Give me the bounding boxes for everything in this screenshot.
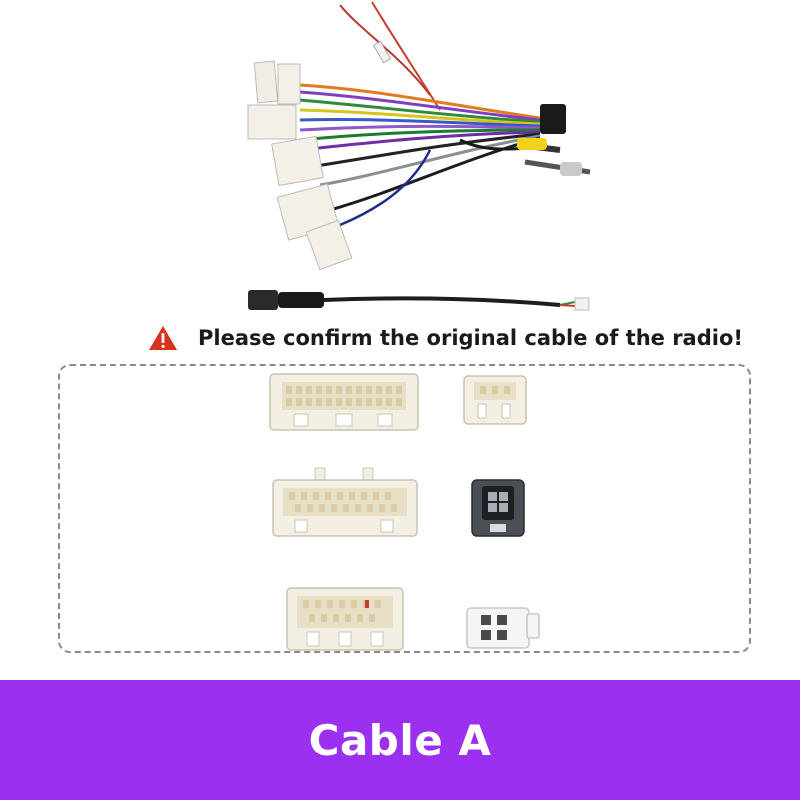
cable-title: Cable A: [308, 715, 492, 765]
connector-panel: [58, 364, 751, 653]
cable-title-banner: Cable A: [0, 680, 800, 800]
connector-20pin-white: [272, 467, 418, 537]
warning-text: Please confirm the original cable of the…: [198, 326, 743, 350]
warning-notice: Please confirm the original cable of the…: [148, 320, 788, 356]
connector-28pin-white: [269, 373, 419, 431]
connector-16pin-white: [286, 587, 404, 651]
connector-4pin-small-white: [466, 607, 540, 649]
warning-triangle-icon: [149, 326, 177, 350]
wiring-harness-image: [247, 1, 591, 311]
connector-square-black: [471, 479, 525, 537]
connector-4pin-white: [463, 375, 527, 425]
